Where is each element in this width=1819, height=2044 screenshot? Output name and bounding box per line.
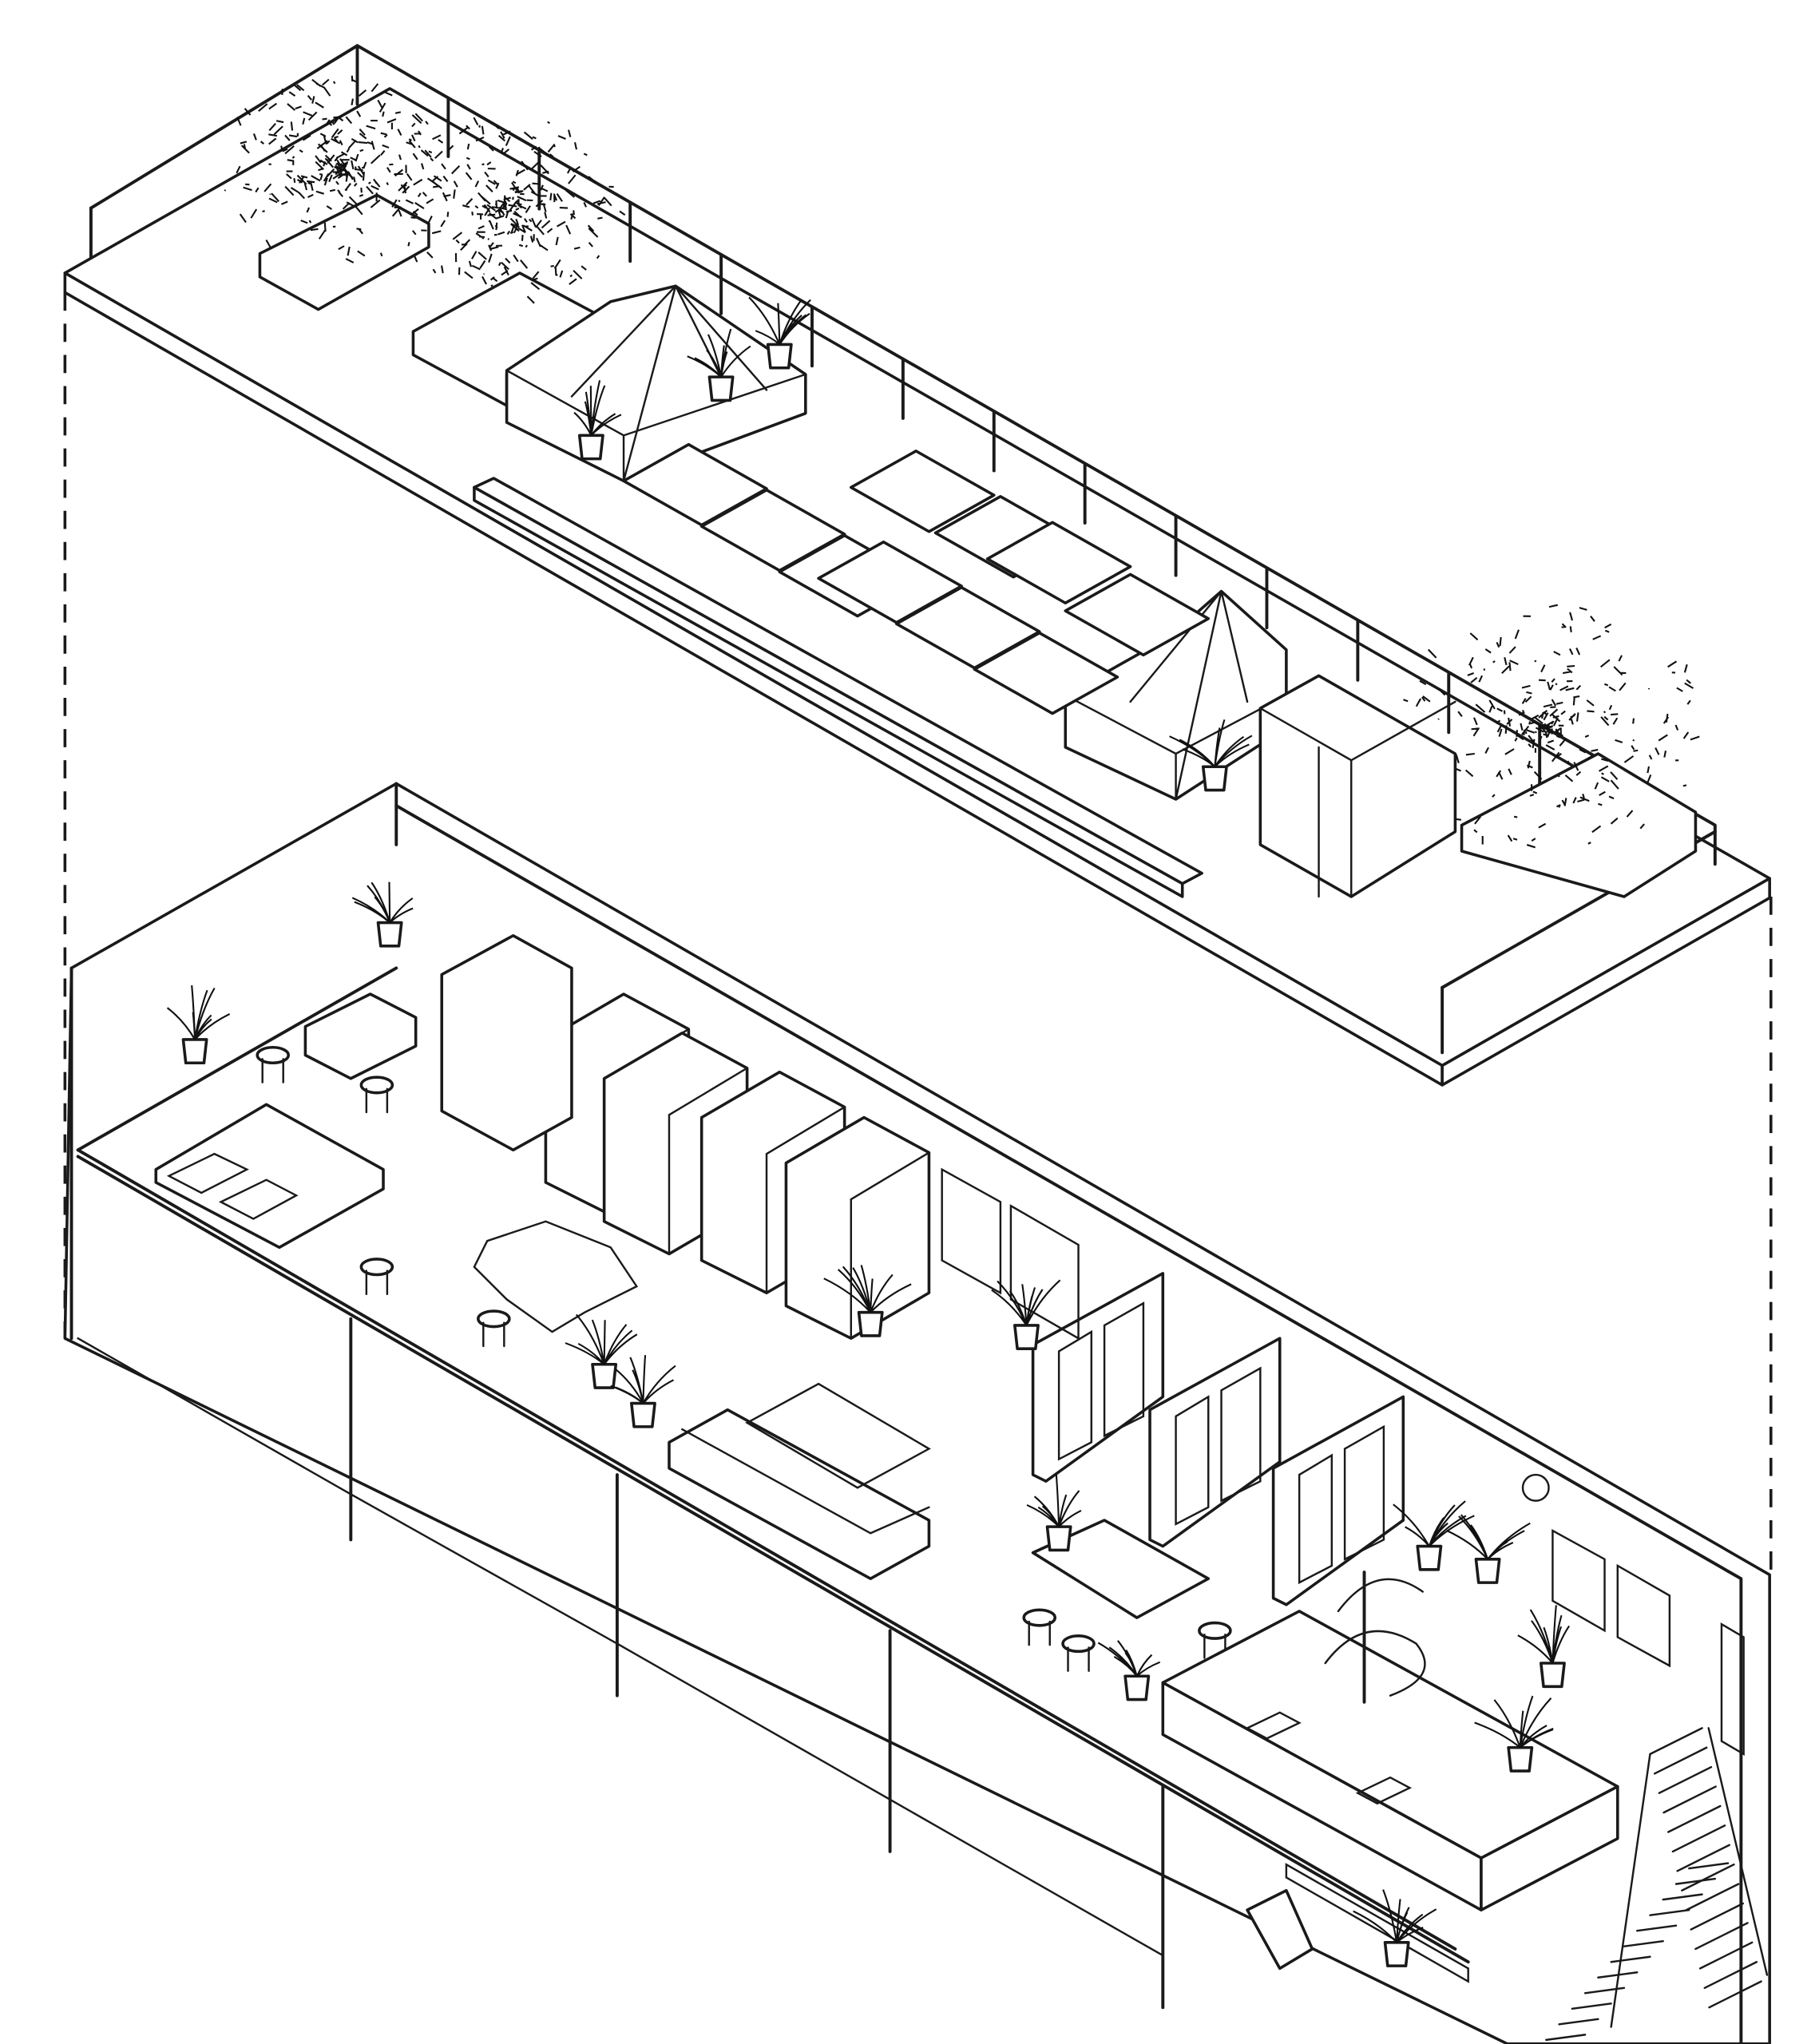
spiral-staircase	[1324, 1571, 1426, 1704]
bathtub	[303, 992, 418, 1080]
plant-pot	[591, 1362, 618, 1389]
stair-steps-lower	[1545, 1862, 1730, 2042]
plant-pot	[577, 434, 604, 461]
plant-pot	[376, 921, 403, 948]
paving-slab	[985, 521, 1132, 605]
plant-pot	[1540, 1662, 1566, 1689]
bookshelf	[1175, 1366, 1262, 1526]
roof-slab-side-edge	[1441, 877, 1771, 1087]
plant-pot	[1383, 1941, 1410, 1967]
plant-leaves	[1517, 1605, 1570, 1664]
plant-pot	[181, 1038, 208, 1065]
plant-leaves	[1097, 1640, 1161, 1678]
floor-slab-lines	[77, 1337, 1164, 1957]
lounge-chair	[1246, 1888, 1314, 1971]
plant-leaves	[351, 881, 414, 924]
main-floor	[63, 296, 1771, 2044]
plant-leaves	[991, 1279, 1061, 1326]
plant-leaves	[573, 380, 622, 437]
plant-leaves	[610, 1355, 676, 1404]
plant-pot	[1201, 765, 1228, 792]
potted-plants	[166, 296, 1570, 1967]
plant-leaves	[1169, 719, 1253, 768]
stool	[359, 1075, 394, 1095]
partition-panel	[1148, 1337, 1282, 1548]
plant-pot	[630, 1401, 656, 1428]
plant-leaves	[565, 1313, 638, 1365]
floor-edges	[69, 782, 1470, 1964]
dining-table	[1031, 1519, 1211, 1619]
stool-legs	[365, 1270, 389, 1296]
wardrobe	[784, 1115, 931, 1340]
paving-slab	[1064, 572, 1211, 657]
plant-leaves	[1393, 1500, 1475, 1547]
lower-level-columns	[77, 1317, 1165, 2010]
wardrobe-units	[440, 934, 931, 1340]
bed	[154, 1103, 385, 1250]
plant-leaves	[1474, 1695, 1554, 1749]
stair-steps	[1610, 1727, 1769, 2028]
plant-leaves	[748, 296, 811, 346]
kitchen-counter-side	[1480, 1785, 1619, 1911]
stool	[1022, 1608, 1057, 1627]
plant-leaves	[687, 328, 751, 378]
plant-pot	[1124, 1674, 1151, 1701]
rug-living	[745, 1382, 931, 1489]
back-wall-top	[394, 804, 1743, 2044]
floor-back-edge	[76, 966, 398, 1152]
plant-leaves	[166, 985, 231, 1040]
shelf	[1285, 1863, 1469, 1983]
plant-pot	[1507, 1745, 1534, 1773]
stool-legs	[261, 1058, 284, 1083]
plant-leaves	[1446, 1514, 1531, 1560]
planter-box	[1460, 752, 1698, 898]
plant-leaves	[1026, 1475, 1082, 1527]
stool	[256, 1045, 291, 1065]
plant-pot	[1045, 1525, 1072, 1552]
paving-slab	[849, 450, 996, 533]
stool-legs	[1028, 1620, 1051, 1646]
stool	[476, 1309, 511, 1329]
roof-terrace	[63, 44, 1771, 1087]
paving-slab	[973, 631, 1120, 715]
partition-panel	[1271, 1395, 1405, 1606]
tree-foliage-scribble	[394, 117, 626, 304]
partition-panel	[1031, 1272, 1165, 1483]
stools	[256, 1045, 1232, 1672]
stool	[1061, 1634, 1096, 1654]
stool	[359, 1258, 394, 1277]
glass-pavilion	[505, 284, 807, 483]
plant-pot	[1416, 1544, 1443, 1571]
plant-pot	[857, 1310, 884, 1337]
stool-legs	[1067, 1646, 1090, 1672]
plant-pot	[1013, 1324, 1040, 1351]
bookshelf	[1057, 1301, 1145, 1461]
stool-legs	[482, 1321, 505, 1348]
wall-frames	[941, 1167, 1745, 1757]
wall-clock	[1521, 1473, 1550, 1502]
bathroom-pod	[440, 934, 573, 1152]
rug	[473, 1220, 639, 1333]
bookshelf-partitions	[1031, 1272, 1405, 1606]
plant-leaves	[823, 1265, 912, 1313]
wardrobe-edge	[850, 1151, 930, 1340]
plant-leaves	[1353, 1889, 1437, 1943]
wardrobe-edge	[765, 1106, 846, 1294]
wardrobe-edge	[668, 1067, 748, 1255]
storage-cabinet	[1258, 674, 1457, 898]
long-bench-front	[473, 485, 1184, 898]
staircase-down	[1545, 1727, 1769, 2042]
paving-slabs	[622, 442, 1211, 715]
sink-and-hob	[1245, 1711, 1413, 1805]
plant-pot	[766, 343, 793, 370]
stool-legs	[365, 1087, 389, 1114]
bookshelf	[1298, 1424, 1385, 1585]
stool	[1198, 1621, 1232, 1640]
plant-pot	[707, 375, 735, 402]
plant-pot	[1474, 1558, 1501, 1584]
